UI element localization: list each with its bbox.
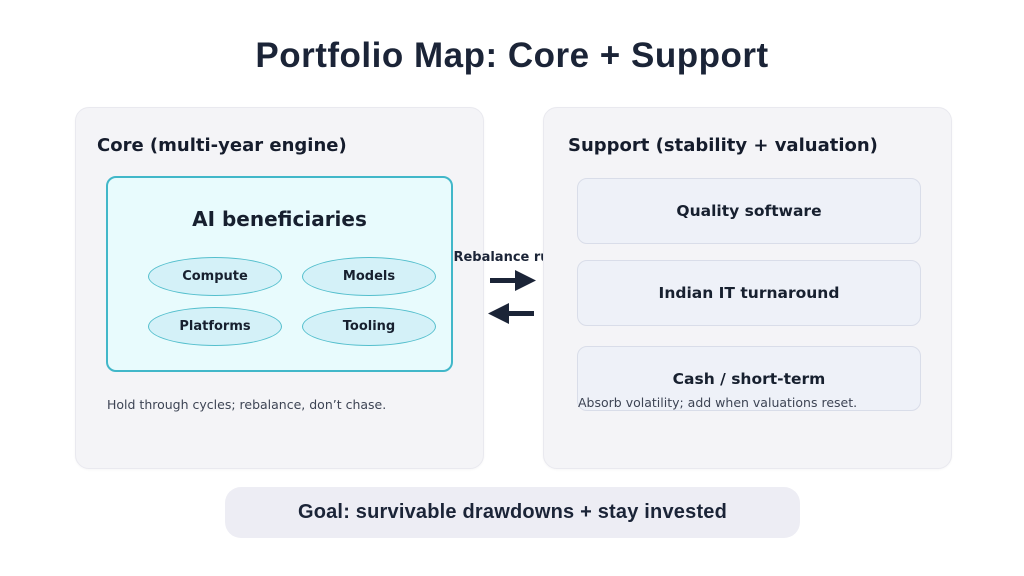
support-panel: Support (stability + valuation) Quality …: [543, 107, 952, 469]
support-box-quality-software: Quality software: [577, 178, 921, 244]
pill-platforms: Platforms: [148, 307, 282, 346]
arrow-right-icon: [490, 270, 536, 291]
pill-compute: Compute: [148, 257, 282, 296]
page-title: Portfolio Map: Core + Support: [255, 36, 769, 75]
arrow-left-icon: [488, 303, 534, 324]
core-panel-header: Core (multi-year engine): [97, 135, 347, 156]
ai-beneficiaries-box: AI beneficiaries Compute Models Platform…: [106, 176, 453, 372]
core-panel-caption: Hold through cycles; rebalance, don’t ch…: [107, 397, 387, 412]
rebalance-rules-label: Rebalance rules: [453, 250, 571, 265]
goal-banner: Goal: survivable drawdowns + stay invest…: [225, 487, 800, 538]
goal-banner-text: Goal: survivable drawdowns + stay invest…: [297, 501, 728, 523]
core-panel: Core (multi-year engine) AI beneficiarie…: [75, 107, 484, 469]
support-box-cash: Cash / short-term: [577, 346, 921, 411]
support-panel-caption: Absorb volatility; add when valuations r…: [578, 395, 858, 410]
pill-models: Models: [302, 257, 436, 296]
ai-beneficiaries-title: AI beneficiaries: [192, 207, 367, 231]
support-box-indian-it: Indian IT turnaround: [577, 260, 921, 326]
support-panel-header: Support (stability + valuation): [568, 135, 878, 156]
pill-tooling: Tooling: [302, 307, 436, 346]
